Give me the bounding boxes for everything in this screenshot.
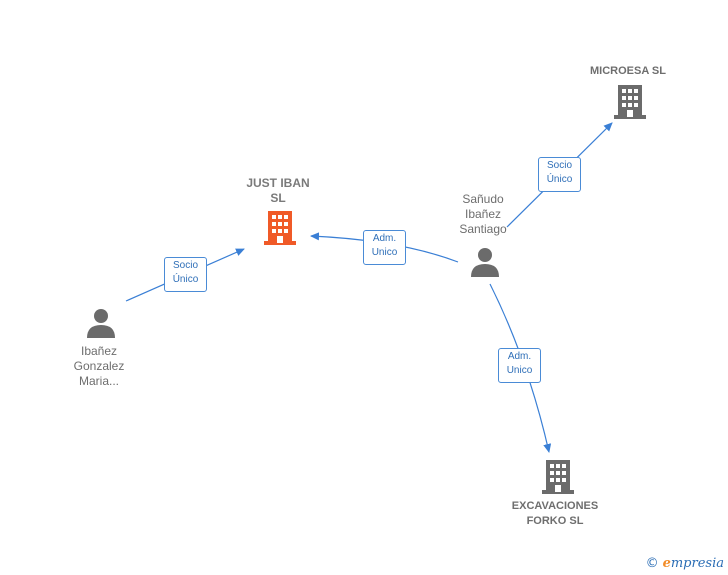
person-label-ibanez[interactable]: Ibañez Gonzalez Maria... — [59, 344, 139, 389]
person-label-sanudo[interactable]: Sañudo Ibañez Santiago — [443, 192, 523, 237]
label-line: Gonzalez — [73, 359, 125, 373]
edge-label-sanudo-excavaciones: Adm. Unico — [498, 348, 541, 383]
edge-label-line: Unico — [506, 365, 533, 376]
person-icon[interactable] — [471, 248, 499, 277]
company-label-just-iban[interactable]: JUST IBAN SL — [228, 176, 328, 206]
label-line: Sañudo — [462, 192, 504, 206]
label-line: Ibañez — [80, 344, 118, 358]
edge-label-line: Único — [172, 274, 199, 285]
label-line: SL — [270, 191, 286, 205]
company-label-excavaciones[interactable]: EXCAVACIONES FORKO SL — [500, 499, 610, 529]
company-label-microesa[interactable]: MICROESA SL — [578, 64, 678, 79]
brand-name: mpresia — [670, 556, 724, 571]
label-line: EXCAVACIONES — [511, 500, 599, 512]
building-icon[interactable] — [264, 211, 296, 245]
label-line: Ibañez — [464, 207, 502, 221]
label-line: JUST IBAN — [246, 176, 310, 190]
edge-label-line: Socio — [546, 160, 572, 171]
label-line: Santiago — [459, 222, 507, 236]
brand-initial: e — [662, 556, 671, 571]
label-line: FORKO SL — [526, 515, 584, 527]
label-line: MICROESA SL — [590, 65, 666, 77]
edge-label-ibanez-just: Socio Único — [164, 257, 207, 292]
edge-label-line: Adm. — [507, 351, 532, 362]
edge-label-sanudo-microesa: Socio Único — [538, 157, 581, 192]
building-icon[interactable] — [614, 85, 646, 119]
label-line: Maria... — [78, 374, 119, 388]
building-icon[interactable] — [542, 460, 574, 494]
empresia-logo[interactable]: ©empresia — [646, 556, 724, 571]
edge-label-line: Único — [546, 174, 573, 185]
edge-label-sanudo-just: Adm. Unico — [363, 230, 406, 265]
edge-label-line: Socio — [172, 260, 198, 271]
copyright-icon: © — [645, 556, 659, 571]
person-icon[interactable] — [87, 309, 115, 338]
edge-label-line: Unico — [371, 247, 398, 258]
edge-label-line: Adm. — [372, 233, 397, 244]
